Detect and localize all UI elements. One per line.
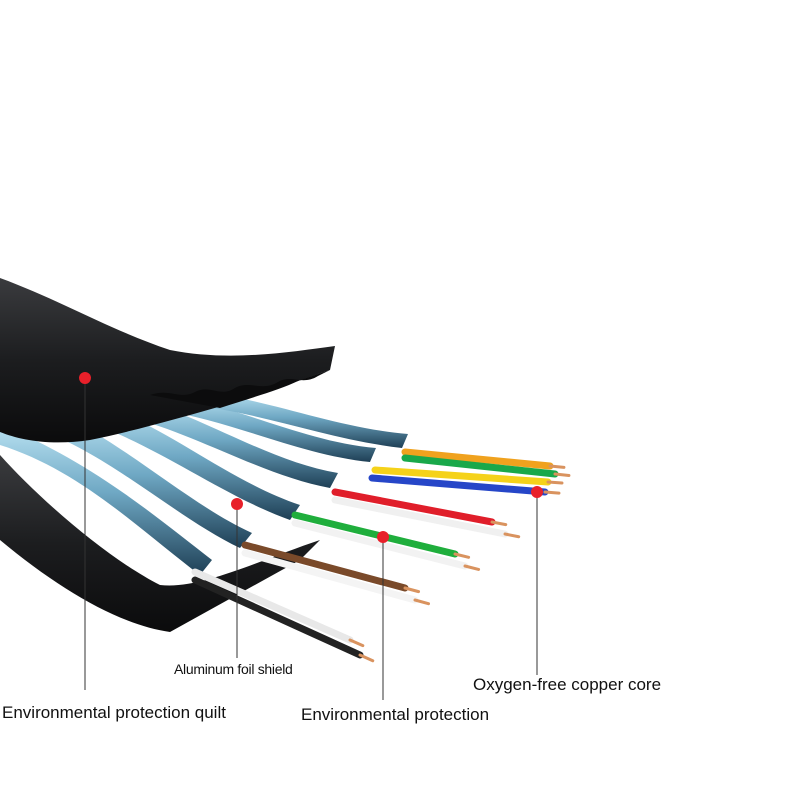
copper-tip: [463, 564, 481, 571]
wire: [401, 454, 559, 478]
wire: [291, 511, 459, 558]
markers: [79, 372, 543, 543]
marker-dot: [377, 531, 389, 543]
wire: [368, 474, 549, 496]
label-aluminum-foil-shield: Aluminum foil shield: [174, 661, 293, 677]
copper-cores: [348, 464, 571, 663]
wire: [371, 466, 552, 486]
wire: [291, 519, 469, 570]
wire: [241, 541, 409, 592]
label-environmental-protection-quilt: Environmental protection quilt: [2, 703, 226, 722]
jacket-bottom: [0, 455, 320, 632]
copper-tip: [503, 532, 521, 539]
wire: [331, 488, 496, 526]
aluminum-foil-shields: [0, 392, 408, 575]
copper-tip: [453, 552, 471, 559]
copper-tip: [553, 472, 571, 477]
copper-tip: [490, 520, 508, 527]
copper-tip: [548, 464, 566, 469]
wire: [331, 496, 509, 538]
wire: [191, 576, 364, 659]
copper-tip: [543, 490, 561, 495]
copper-tip: [348, 638, 365, 648]
copper-tip: [546, 480, 564, 485]
label-environmental-protection: Environmental protection: [301, 705, 490, 724]
marker-dot: [231, 498, 243, 510]
jacket-ribs: [150, 370, 330, 408]
copper-tip: [358, 653, 375, 663]
copper-tip: [413, 598, 430, 606]
wire: [401, 448, 554, 470]
wire: [241, 549, 419, 604]
jacket-top: [0, 278, 335, 443]
conductors: [191, 448, 559, 659]
copper-tip: [403, 586, 421, 594]
leader-lines: [84, 378, 538, 700]
wire: [191, 568, 354, 644]
label-oxygen-free-copper-core: Oxygen-free copper core: [473, 675, 662, 694]
marker-dot: [531, 486, 543, 498]
marker-dot: [79, 372, 91, 384]
